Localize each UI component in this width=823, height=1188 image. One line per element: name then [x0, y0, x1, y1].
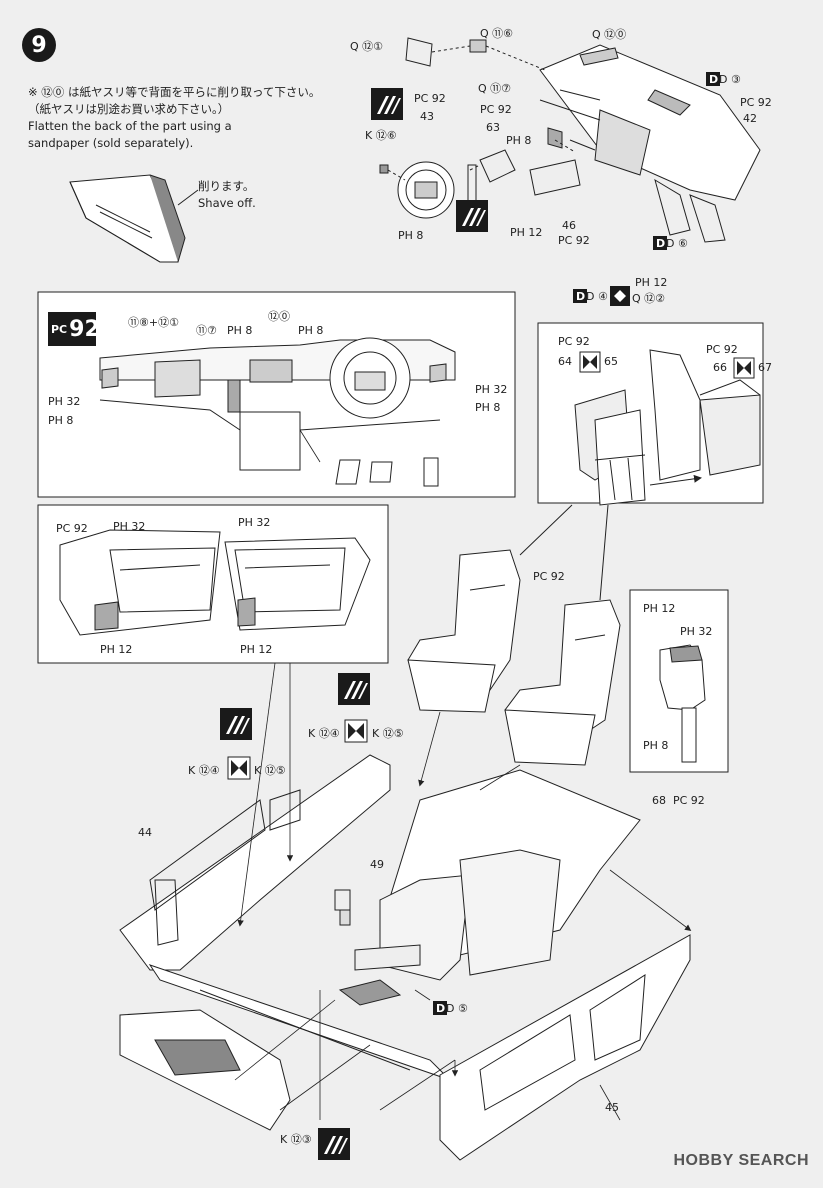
- front-seats-drawing: [407, 549, 621, 766]
- label-part-68: 68: [652, 794, 666, 807]
- label-ph12-dash: PH 12: [510, 226, 543, 239]
- label-ph12-door-rear: PH 12: [240, 643, 273, 656]
- label-pc92-seat-b: PC 92: [706, 343, 738, 356]
- dashboard-front-drawing: [99, 337, 456, 487]
- sanding-note: ※ ⑫⓪ は紙ヤスリ等で背面を平らに削り取って下さい。 （紙ヤスリは別途お買い求…: [28, 84, 328, 152]
- label-ph32-shift: PH 32: [680, 625, 713, 638]
- note-en-line2: sandpaper (sold separately).: [28, 136, 194, 150]
- shave-en: Shave off.: [198, 196, 256, 210]
- shaved-part-drawing: [69, 174, 199, 263]
- label-part-67: 67: [758, 361, 772, 374]
- label-ph8-wheel: PH 8: [398, 229, 424, 242]
- label-d3: D ③: [719, 73, 741, 86]
- label-117: ⑪⑦: [196, 324, 217, 337]
- label-q117: Q ⑪⑦: [478, 82, 512, 95]
- label-ph12-shift: PH 12: [643, 602, 676, 615]
- door-panels-drawing: [59, 529, 371, 636]
- paint-color-box: PC 92: [48, 312, 100, 346]
- label-k124-left: K ⑫④: [188, 764, 220, 777]
- label-118-121: ⑪⑧+⑫①: [128, 316, 179, 329]
- label-q121: Q ⑫①: [350, 40, 384, 53]
- label-ph8-shift: PH 8: [643, 739, 669, 752]
- d-sprue-marker: D: [653, 236, 667, 250]
- seat-parts-drawing: [574, 349, 761, 506]
- d-sprue-marker: D: [433, 1001, 447, 1015]
- label-ph12-d4: PH 12: [635, 276, 668, 289]
- shift-lever-drawing: [659, 644, 706, 763]
- label-k125-top: K ⑫⑤: [372, 727, 404, 740]
- label-part-44: 44: [138, 826, 152, 839]
- label-ph8-front-right: PH 8: [475, 401, 501, 414]
- svg-text:D: D: [436, 1002, 445, 1015]
- cement-icon: [220, 708, 252, 740]
- label-pc92-wheel: PC 92: [414, 92, 446, 105]
- label-ph32-front-right: PH 32: [475, 383, 508, 396]
- label-pc92-46: PC 92: [558, 234, 590, 247]
- label-k124-top: K ⑫④: [308, 727, 340, 740]
- label-pc92-stalk: PC 92: [480, 103, 512, 116]
- shave-jp: 削ります。: [198, 179, 255, 193]
- label-ph8-stalk: PH 8: [506, 134, 532, 147]
- svg-text:D: D: [576, 290, 585, 303]
- label-ph32-front-left: PH 32: [48, 395, 81, 408]
- label-part-42: 42: [743, 112, 757, 125]
- label-part-46: 46: [562, 219, 576, 232]
- bowtie-select-icon: [344, 719, 368, 743]
- label-pc92-door: PC 92: [56, 522, 88, 535]
- dashboard-front-view-panel: [37, 291, 516, 498]
- cement-icon: [371, 88, 403, 120]
- label-d4: D ④: [586, 290, 608, 303]
- label-part-63: 63: [486, 121, 500, 134]
- label-d5: D ⑤: [446, 1002, 468, 1015]
- label-pc92-seats: PC 92: [533, 570, 565, 583]
- label-part-65: 65: [604, 355, 618, 368]
- note-jp-line1: ※ ⑫⓪ は紙ヤスリ等で背面を平らに削り取って下さい。: [28, 85, 321, 99]
- label-part-49: 49: [370, 858, 384, 871]
- label-pc92-seat-a: PC 92: [558, 335, 590, 348]
- note-jp-line2: （紙ヤスリは別途お買い求め下さい。）: [28, 102, 230, 116]
- svg-text:D: D: [709, 73, 718, 86]
- label-ph8-front-left: PH 8: [48, 414, 74, 427]
- label-part-66: 66: [713, 361, 727, 374]
- cement-icon: [318, 1128, 350, 1160]
- label-k123: K ⑫③: [280, 1133, 312, 1146]
- label-d6: D ⑥: [666, 237, 688, 250]
- label-part-43: 43: [420, 110, 434, 123]
- label-pc92-body: PC 92: [673, 794, 705, 807]
- label-pc92-dash: PC 92: [740, 96, 772, 109]
- paint-code-number: 92: [69, 316, 100, 342]
- dashboard-exploded-drawing: [379, 37, 761, 243]
- bowtie-select-icon: [733, 357, 755, 379]
- cement-icon: [456, 200, 488, 232]
- bowtie-select-icon: [579, 351, 601, 373]
- label-q116: Q ⑪⑥: [480, 27, 514, 40]
- label-120: ⑫⓪: [268, 310, 290, 323]
- hobby-search-watermark: HOBBY SEARCH: [673, 1152, 809, 1169]
- label-part-64: 64: [558, 355, 572, 368]
- cement-icon: [338, 673, 370, 705]
- svg-text:D: D: [656, 237, 665, 250]
- label-q122: Q ⑫②: [632, 292, 666, 305]
- label-part-45: 45: [605, 1101, 619, 1114]
- alternative-icon: [610, 286, 630, 306]
- label-k125-left: K ⑫⑤: [254, 764, 286, 777]
- label-q120: Q ⑫⓪: [592, 28, 627, 41]
- d-sprue-marker: D: [706, 72, 720, 86]
- paint-code-prefix: PC: [51, 322, 68, 336]
- bowtie-select-icon: [227, 756, 251, 780]
- label-k126: K ⑫⑥: [365, 129, 397, 142]
- note-en-line1: Flatten the back of the part using a: [28, 119, 232, 133]
- car-body-drawing: [119, 754, 691, 1161]
- label-ph8-front-b: PH 8: [298, 324, 324, 337]
- label-ph12-door-front: PH 12: [100, 643, 133, 656]
- step-number-badge: 9: [22, 28, 56, 62]
- label-ph32-door-rear: PH 32: [238, 516, 271, 529]
- shave-off-callout: 削ります。 Shave off.: [198, 178, 256, 212]
- label-ph32-door-front: PH 32: [113, 520, 146, 533]
- label-ph8-front-a: PH 8: [227, 324, 253, 337]
- d-sprue-marker: D: [573, 289, 587, 303]
